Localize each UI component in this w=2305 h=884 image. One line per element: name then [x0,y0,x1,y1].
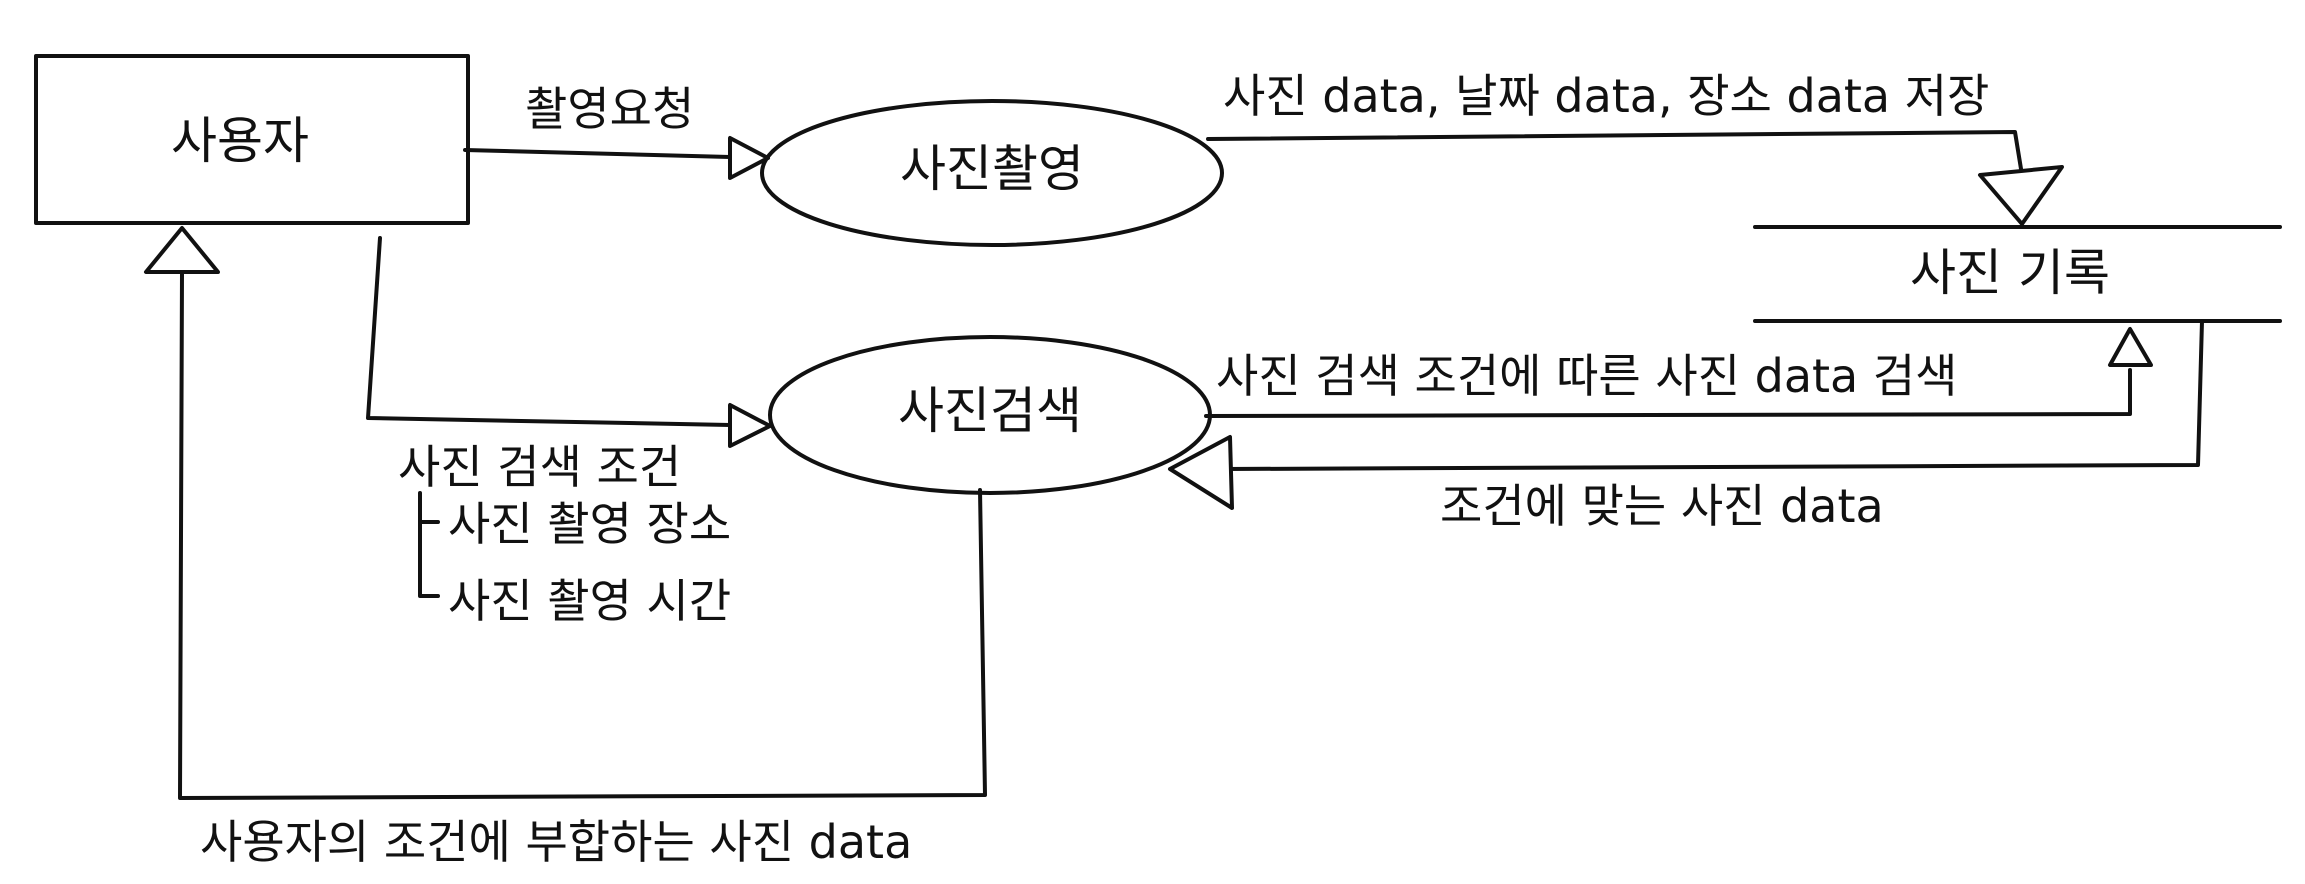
capture-request-arrow [463,148,732,159]
search-condition-arrow [366,236,732,427]
search-condition-arrowhead [728,403,772,448]
search-query-arrowhead [2108,327,2153,367]
result-to-user-label: 사용자의 조건에 부합하는 사진 data [200,815,912,869]
search-process-label: 사진검색 [898,382,1082,440]
store-label: 사진 기록 [1910,244,2110,302]
condition-time-label: 사진 촬영 시간 [448,574,731,628]
condition-place-label: 사진 촬영 장소 [448,497,731,551]
matching-data-arrowhead [1168,435,1234,510]
user-entity-label: 사용자 [171,112,309,170]
search-query-label: 사진 검색 조건에 따른 사진 data 검색 [1216,349,1958,403]
save-data-label: 사진 data, 날짜 data, 장소 data 저장 [1223,69,1989,123]
search-condition-label: 사진 검색 조건 [398,440,681,494]
search-query-arrow [1204,368,2132,418]
capture-process-label: 사진촬영 [900,140,1084,198]
condition-bracket [418,491,440,598]
capture-process[interactable] [760,99,1224,247]
matching-data-label: 조건에 맞는 사진 data [1440,479,1884,533]
capture-request-arrowhead [728,136,770,180]
result-to-user-arrowhead [144,226,220,274]
matching-data-arrow [1223,319,2204,471]
result-to-user-arrow [178,270,987,800]
save-data-arrow [1206,130,2024,177]
save-data-arrowhead [1978,165,2064,226]
capture-request-label: 촬영요청 [525,82,694,136]
user-entity-box[interactable] [34,54,470,225]
